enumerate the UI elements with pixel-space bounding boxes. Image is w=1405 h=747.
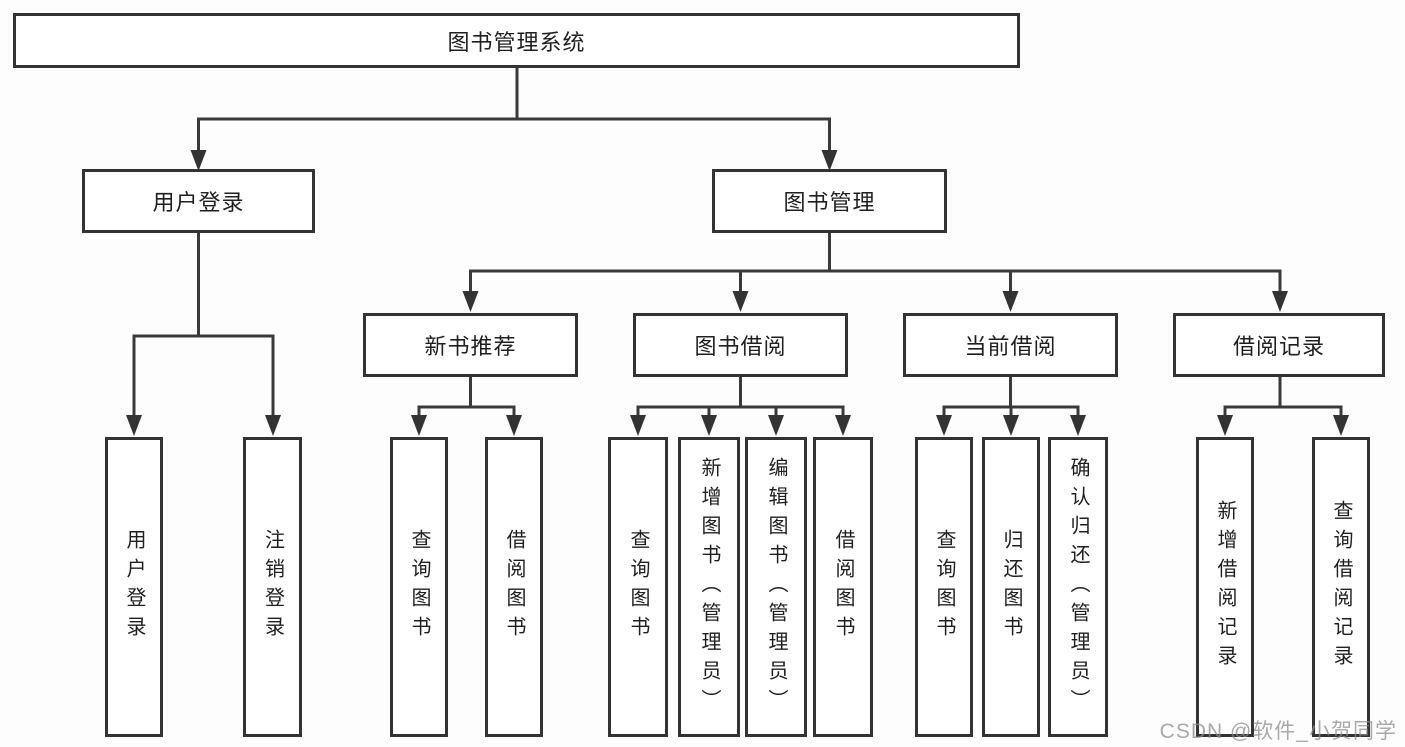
leaf-records-query: 查询借阅记录 (1312, 437, 1370, 737)
leaf-user-login: 用户登录 (105, 437, 163, 737)
node-user-login: 用户登录 (82, 169, 315, 233)
csdn-watermark: CSDN @软件_小贺同学 (1159, 720, 1397, 743)
leaf-borrow-edit-book-label: 编辑图书（管理员） (765, 456, 787, 718)
leaf-borrow-add-book: 新增图书（管理员） (678, 437, 740, 737)
leaf-newbooks-query-label: 查询图书 (408, 529, 430, 645)
node-book-management: 图书管理 (712, 169, 947, 233)
leaf-current-return-label: 归还图书 (1000, 529, 1022, 645)
leaf-current-confirm-return-label: 确认归还（管理员） (1067, 456, 1089, 718)
node-book-borrow-label: 图书借阅 (694, 334, 787, 359)
leaf-current-confirm-return: 确认归还（管理员） (1048, 437, 1108, 737)
node-new-book-recommend: 新书推荐 (363, 313, 578, 377)
leaf-logout-label: 注销登录 (261, 529, 284, 645)
node-book-borrow: 图书借阅 (633, 313, 848, 377)
node-user-login-label: 用户登录 (152, 190, 245, 215)
node-new-book-recommend-label: 新书推荐 (424, 334, 517, 359)
node-root-label: 图书管理系统 (447, 29, 586, 55)
leaf-records-add-label: 新增借阅记录 (1214, 500, 1236, 674)
leaf-borrow-book: 借阅图书 (813, 437, 873, 737)
leaf-records-add: 新增借阅记录 (1196, 437, 1254, 737)
leaf-borrow-add-book-label: 新增图书（管理员） (698, 456, 720, 718)
node-book-management-label: 图书管理 (783, 190, 876, 215)
leaf-borrow-book-label: 借阅图书 (832, 529, 854, 645)
leaf-current-query-label: 查询图书 (933, 529, 955, 645)
leaf-current-return: 归还图书 (982, 437, 1040, 737)
leaf-newbooks-borrow: 借阅图书 (485, 437, 543, 737)
leaf-newbooks-borrow-label: 借阅图书 (503, 529, 525, 645)
node-borrow-records-label: 借阅记录 (1232, 334, 1325, 359)
leaf-user-login-label: 用户登录 (123, 529, 145, 645)
leaf-borrow-query: 查询图书 (608, 437, 668, 737)
node-current-borrow-label: 当前借阅 (964, 334, 1057, 359)
leaf-newbooks-query: 查询图书 (390, 437, 448, 737)
node-borrow-records: 借阅记录 (1173, 313, 1385, 377)
node-current-borrow: 当前借阅 (903, 313, 1118, 377)
leaf-current-query: 查询图书 (915, 437, 973, 737)
node-root: 图书管理系统 (13, 13, 1020, 68)
leaf-logout: 注销登录 (243, 437, 302, 737)
leaf-records-query-label: 查询借阅记录 (1330, 500, 1352, 674)
leaf-borrow-query-label: 查询图书 (627, 529, 649, 645)
leaf-borrow-edit-book: 编辑图书（管理员） (745, 437, 807, 737)
